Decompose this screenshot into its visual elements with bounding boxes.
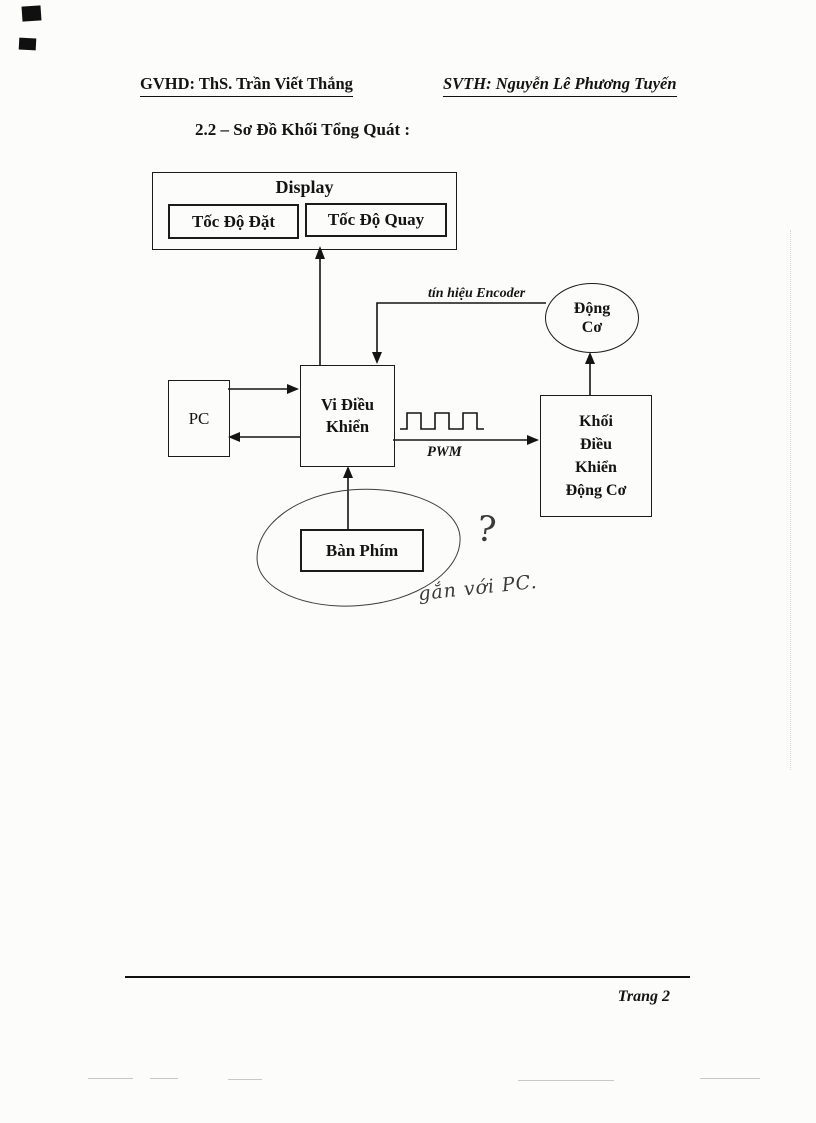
header-student: SVTH: Nguyễn Lê Phương Tuyến [443, 74, 677, 97]
arrowhead-up-mcu [343, 466, 353, 478]
footer-rule [125, 976, 690, 978]
motor-driver-box: Khối Điều Khiển Động Cơ [540, 395, 652, 517]
driver-label-line1: Khối [579, 412, 613, 430]
handwritten-question-mark: ? [474, 509, 499, 551]
driver-label-line4: Động Cơ [565, 482, 627, 500]
mcu-label-line1: Vi Điều [320, 394, 374, 414]
scan-artifact-dotted-line [790, 230, 792, 770]
set-speed-box: Tốc Độ Đặt [168, 204, 299, 239]
encoder-signal-label: tín hiệu Encoder [428, 286, 526, 301]
arrowhead-right-driver [527, 435, 539, 445]
pwm-label: PWM [427, 444, 462, 460]
scan-artifact-dash [518, 1080, 614, 1081]
motor-label-line1: Động [573, 299, 611, 317]
scan-artifact-dash [228, 1079, 262, 1080]
arrowhead-right-mcu [287, 384, 299, 394]
driver-label-line2: Điều [580, 435, 612, 453]
mcu-label-line2: Khiển [325, 417, 370, 436]
motor-ellipse: Động Cơ [545, 283, 639, 353]
scan-artifact-dash [150, 1078, 178, 1079]
microcontroller-box: Vi Điều Khiển [300, 365, 395, 467]
header-advisor: GVHD: ThS. Trần Viết Thắng [140, 74, 353, 97]
scan-artifact-dash [88, 1078, 133, 1079]
keyboard-box: Bàn Phím [300, 529, 424, 572]
scan-artifact-blob [18, 37, 37, 51]
actual-speed-box: Tốc Độ Quay [305, 203, 447, 237]
section-title: 2.2 – Sơ Đồ Khối Tổng Quát : [195, 120, 411, 139]
arrowhead-up-motor [585, 352, 595, 364]
scan-artifact-dash [700, 1078, 760, 1079]
square-wave-icon [400, 412, 484, 430]
arrowhead-down-mcu [372, 352, 382, 364]
display-title: Display [275, 177, 334, 197]
scan-artifact-blob [21, 5, 42, 22]
display-box: Display Tốc Độ Đặt Tốc Độ Quay [152, 172, 457, 250]
page-number: Trang 2 [617, 988, 670, 1005]
motor-label-line2: Cơ [581, 319, 603, 336]
pc-box: PC [168, 380, 230, 457]
arrow-line-encoder [376, 302, 546, 358]
driver-label-line3: Khiển [575, 459, 617, 476]
